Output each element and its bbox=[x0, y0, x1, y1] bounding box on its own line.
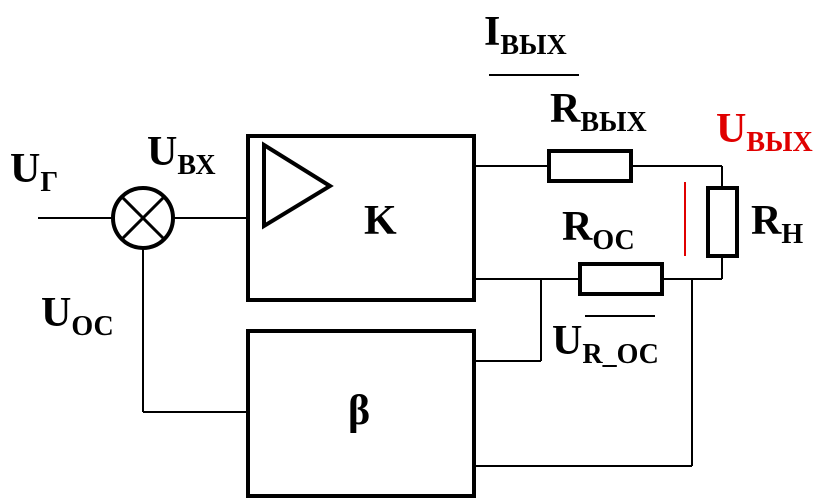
label-i-out: IВЫХ bbox=[484, 9, 567, 60]
label-u-fb-main: U bbox=[41, 290, 72, 336]
summing-cross-b bbox=[120, 195, 166, 241]
label-u-out: UВЫХ bbox=[716, 106, 813, 157]
label-r-out-sub: ВЫХ bbox=[580, 107, 647, 138]
label-u-out-main: U bbox=[716, 106, 747, 152]
label-i-out-main: I bbox=[484, 9, 501, 55]
label-u-gen: UГ bbox=[10, 146, 58, 197]
label-u-in: UВХ bbox=[147, 129, 216, 180]
label-u-gen-sub: Г bbox=[40, 167, 59, 198]
label-r-fb-sub: ОС bbox=[592, 225, 635, 256]
label-u-in-sub: ВХ bbox=[177, 150, 216, 181]
r-out-resistor bbox=[547, 149, 633, 183]
label-u-r-fb: UR_ОС bbox=[552, 318, 659, 369]
label-r-out: RВЫХ bbox=[550, 86, 647, 137]
label-u-out-sub: ВЫХ bbox=[746, 127, 813, 158]
label-u-in-main: U bbox=[147, 129, 178, 175]
label-u-gen-main: U bbox=[10, 146, 41, 192]
label-u-r-fb-main: U bbox=[552, 318, 583, 364]
amplifier-triangle bbox=[262, 141, 334, 230]
label-r-load-sub: Н bbox=[781, 219, 804, 250]
r-load-resistor bbox=[706, 186, 739, 258]
label-u-fb-sub: ОС bbox=[71, 311, 114, 342]
label-u-r-fb-sub: R_ОС bbox=[582, 339, 659, 370]
label-r-load: RН bbox=[751, 198, 803, 249]
label-r-fb-main: R bbox=[562, 204, 593, 250]
feedback-label: β bbox=[348, 388, 371, 434]
amplifier-label: K bbox=[364, 198, 397, 244]
label-r-out-main: R bbox=[550, 86, 581, 132]
r-fb-resistor bbox=[578, 262, 664, 296]
feedback-block bbox=[246, 329, 476, 498]
label-r-load-main: R bbox=[751, 198, 782, 244]
label-i-out-sub: ВЫХ bbox=[500, 30, 567, 61]
label-u-fb: UОС bbox=[41, 290, 114, 341]
label-r-fb: RОС bbox=[562, 204, 635, 255]
amplifier-block bbox=[246, 134, 476, 302]
